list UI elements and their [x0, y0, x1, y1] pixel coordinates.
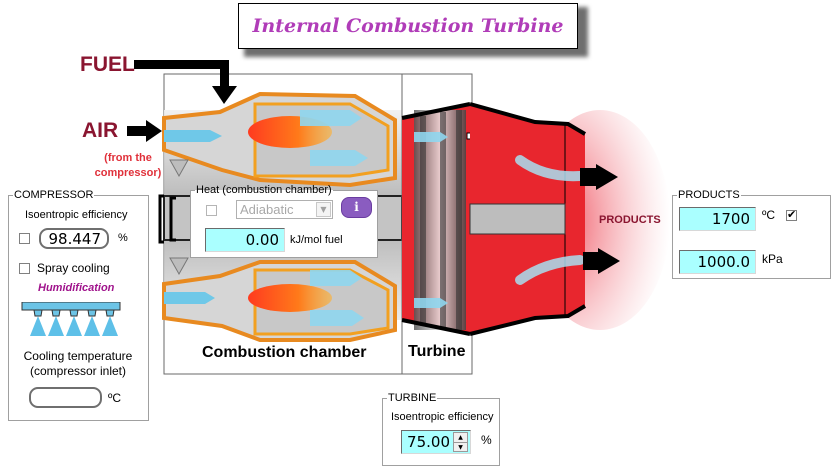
air-note: (from the compressor) [80, 151, 176, 181]
humidification-label: Humidification [38, 282, 115, 294]
products-arrow-lower [583, 248, 620, 274]
products-legend: PRODUCTS [678, 189, 740, 201]
compressor-isentropic-checkbox[interactable] [19, 233, 30, 244]
turbine-isentropic-label: Isoentropic efficiency [391, 411, 494, 423]
products-diagram-label: PRODUCTS [599, 214, 661, 226]
products-pressure-unit: kPa [762, 252, 783, 266]
turbine-label: Turbine [408, 343, 466, 360]
combustion-chamber [158, 73, 403, 375]
heat-legend: Heat (combustion chamber) [196, 184, 332, 196]
spray-cooling-checkbox[interactable] [19, 263, 30, 274]
products-pressure-input[interactable]: 1000.0 [679, 250, 756, 274]
heat-checkbox[interactable] [206, 205, 217, 216]
heat-mode-selected: Adiabatic [240, 202, 294, 217]
title-box: Internal Combustion Turbine [238, 3, 578, 49]
cooling-temperature-label-line1: Cooling temperature [23, 349, 133, 363]
exhaust-nozzle [469, 102, 670, 336]
products-temperature-unit: ºC [762, 208, 776, 222]
cooling-temperature-label: Cooling temperature (compressor inlet) [18, 349, 138, 379]
products-arrow-upper [580, 164, 618, 190]
air-note-line1: (from the [104, 152, 152, 164]
cooling-temperature-input[interactable] [29, 387, 102, 408]
turbine-legend: TURBINE [388, 392, 437, 404]
compressor-legend: COMPRESSOR [14, 189, 94, 201]
page-title: Internal Combustion Turbine [252, 15, 564, 37]
heat-unit: kJ/mol fuel [290, 234, 343, 246]
cooling-temperature-label-line2: (compressor inlet) [29, 364, 127, 378]
heat-mode-select[interactable]: Adiabatic ▼ [236, 200, 333, 219]
heat-value-input[interactable]: 0.00 [205, 228, 285, 252]
air-note-line2: compressor) [94, 167, 162, 179]
cooling-temperature-unit: ºC [108, 391, 122, 405]
fuel-label: FUEL [80, 53, 135, 76]
turbine-group: TURBINE [382, 392, 500, 466]
combustion-chamber-label: Combustion chamber [202, 344, 367, 361]
spray-nozzles-icon [21, 302, 121, 336]
checkmark-icon: ✔ [787, 208, 797, 221]
air-label: AIR [82, 119, 119, 142]
spinner-down-icon[interactable]: ▼ [458, 444, 463, 451]
turbine-section [401, 73, 474, 375]
info-button[interactable]: i [341, 197, 372, 218]
products-temperature-checkbox[interactable]: ✔ [786, 208, 797, 221]
info-icon: i [354, 200, 359, 214]
air-arrow [127, 120, 162, 142]
products-temperature-input[interactable]: 1700 [679, 207, 756, 231]
compressor-isentropic-unit: % [118, 232, 128, 244]
fuel-arrow [134, 60, 237, 104]
spray-cooling-label: Spray cooling [37, 261, 110, 275]
compressor-isentropic-label: Isoentropic efficiency [25, 209, 128, 221]
turbine-isentropic-spinner[interactable]: ▲ ▼ [453, 432, 468, 452]
spinner-up-icon[interactable]: ▲ [454, 433, 467, 443]
chevron-down-icon[interactable]: ▼ [316, 202, 331, 217]
turbine-isentropic-unit: % [481, 433, 492, 447]
compressor-isentropic-input[interactable]: 98.447 [39, 228, 109, 249]
